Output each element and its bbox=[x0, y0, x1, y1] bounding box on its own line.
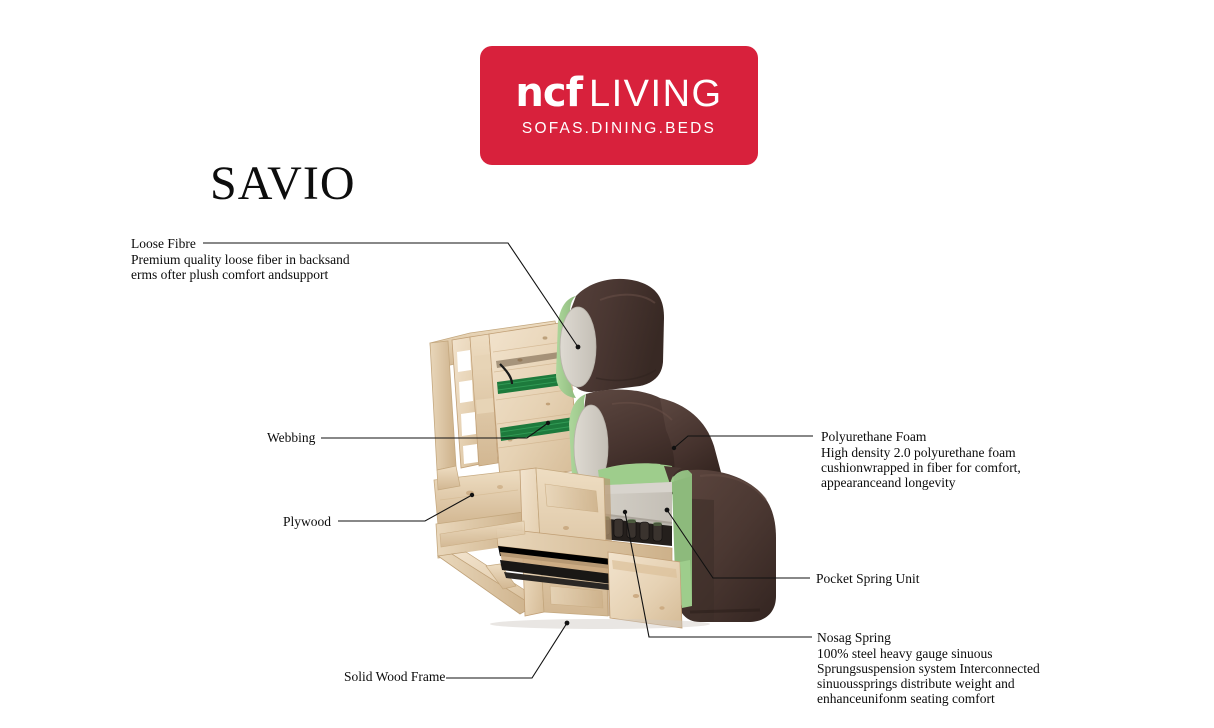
annotation-body-line: cushionwrapped in fiber for comfort, bbox=[821, 459, 1021, 475]
annotation-plywood: Plywood bbox=[283, 514, 331, 530]
back-cushion-upper bbox=[556, 278, 664, 398]
annotation-heading: Solid Wood Frame bbox=[344, 669, 446, 684]
seat-arm-leather bbox=[678, 469, 776, 622]
annotation-body-line: enhanceunifonm seating comfort bbox=[817, 690, 995, 706]
logo-ncf-mark: ncf bbox=[515, 70, 583, 116]
annotation-webbing: Webbing bbox=[267, 430, 315, 446]
page-title: SAVIO bbox=[210, 157, 356, 210]
annotation-heading: Pocket Spring Unit bbox=[816, 571, 920, 586]
annotation-heading: Nosag Spring bbox=[817, 630, 891, 645]
annotation-heading: Polyurethane Foam bbox=[821, 429, 927, 444]
annotation-body-line: 100% steel heavy gauge sinuous bbox=[817, 645, 993, 661]
annotation-solid-wood-frame: Solid Wood Frame bbox=[344, 669, 445, 685]
annotation-body-line: erms ofter plush comfort andsupport bbox=[131, 266, 329, 282]
annotation-body-line: Sprungsuspension system Interconnected bbox=[817, 660, 1040, 676]
annotation-body-line: appearanceand longevity bbox=[821, 474, 956, 490]
annotation-nosag-spring: Nosag Spring 100% steel heavy gauge sinu… bbox=[817, 630, 1040, 706]
annotation-polyurethane-foam: Polyurethane Foam High density 2.0 polyu… bbox=[821, 429, 1021, 490]
annotation-body-line: High density 2.0 polyurethane foam bbox=[821, 444, 1016, 460]
annotation-heading: Webbing bbox=[267, 430, 316, 445]
logo-tagline: SOFAS.DINING.BEDS bbox=[521, 120, 717, 137]
annotation-heading: Plywood bbox=[283, 514, 332, 529]
annotation-heading: Loose Fibre bbox=[131, 236, 196, 251]
annotation-body-line: Premium quality loose fiber in backsand bbox=[131, 251, 350, 267]
annotation-body-line: sinuoussprings distribute weight and bbox=[817, 675, 1015, 691]
annotation-loose-fibre: Loose Fibre Premium quality loose fiber … bbox=[131, 236, 350, 282]
logo-living-word: LIVING bbox=[588, 73, 723, 115]
annotation-pocket-spring-unit: Pocket Spring Unit bbox=[816, 571, 920, 587]
